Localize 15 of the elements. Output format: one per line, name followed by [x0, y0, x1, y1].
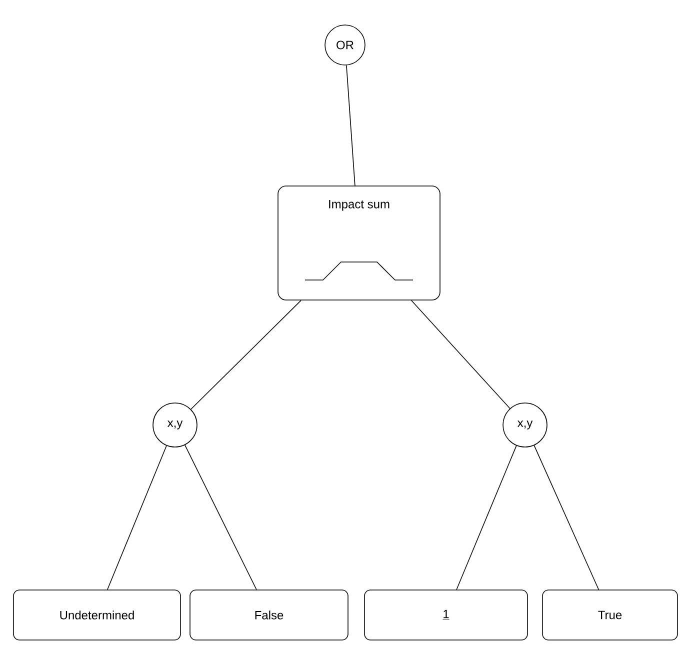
- leaf-box: False: [190, 590, 348, 640]
- circle-node: x,y: [152, 402, 198, 448]
- connector-line: [534, 445, 600, 590]
- connector-line: [410, 300, 510, 409]
- connector-line: [190, 300, 302, 410]
- connector-line: [184, 444, 257, 590]
- circle-node: OR: [324, 24, 366, 66]
- leaf-box: Undetermined: [13, 590, 181, 640]
- leaf-box: 1: [364, 590, 528, 640]
- leaf-box: True: [542, 590, 678, 640]
- process-box: Impact sum: [278, 186, 440, 300]
- connector-line: [107, 445, 167, 590]
- connector-line: [456, 445, 517, 590]
- circle-node: x,y: [502, 402, 548, 448]
- connector-line: [346, 64, 356, 186]
